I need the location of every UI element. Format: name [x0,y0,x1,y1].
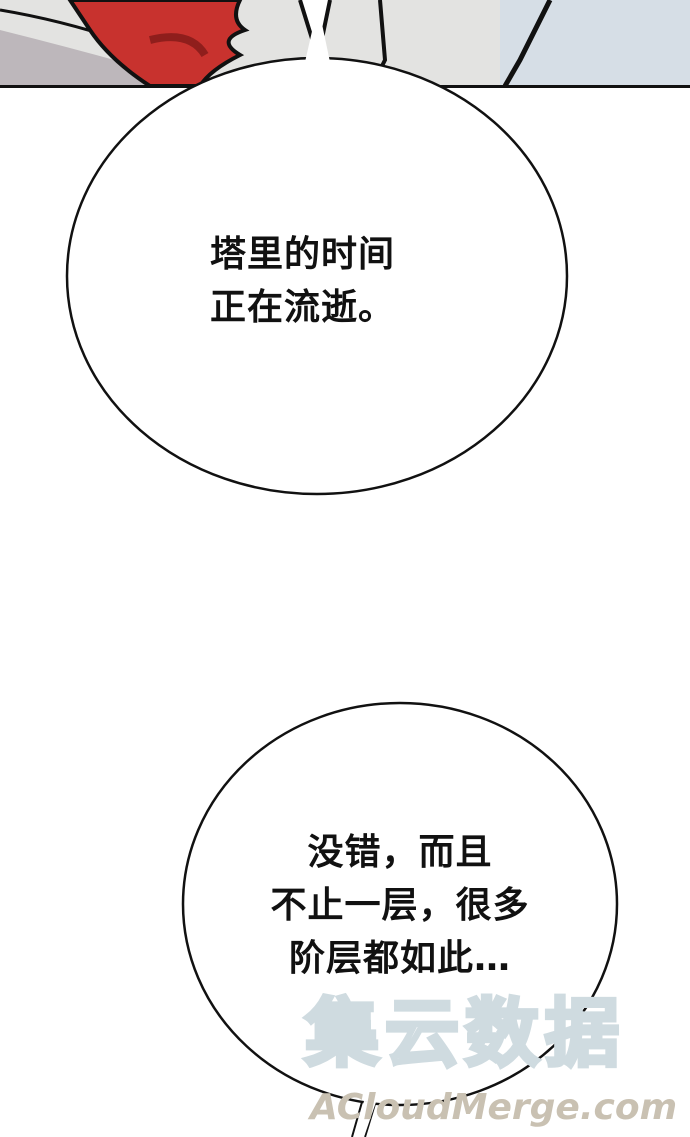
speech-bubble-1 [65,5,569,496]
speech-text-2: 没错，而且 不止一层，很多 阶层都如此… [183,826,617,985]
red-creature [67,0,250,88]
speech-line: 塔里的时间 [210,234,396,275]
speech-line: 阶层都如此… [288,938,511,979]
watermark-title: 集云数据 [303,991,625,1077]
speech-bubble-2 [181,701,619,1137]
speech-text-1: 塔里的时间 正在流逝。 [210,228,395,334]
speech-line: 没错，而且 [307,832,493,873]
speech-line: 不止一层，很多 [270,885,530,926]
watermark-site: ACloudMerge.com [310,1087,678,1128]
speech-line: 正在流逝。 [210,287,396,328]
